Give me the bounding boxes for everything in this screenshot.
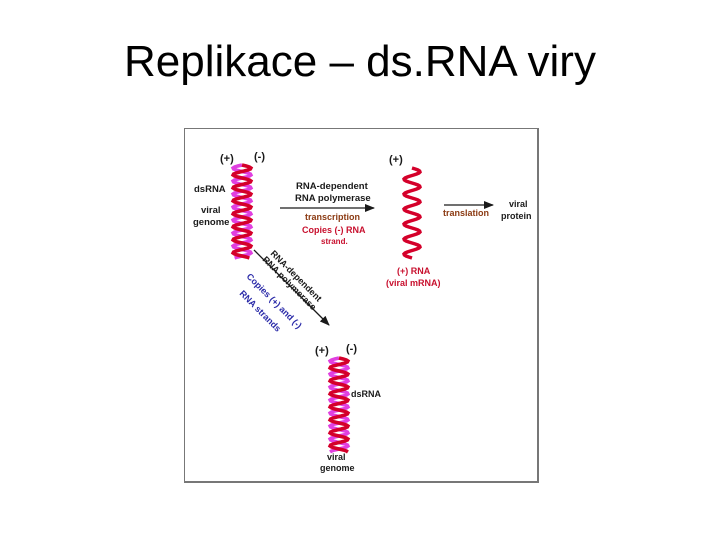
transcription-label: transcription bbox=[305, 212, 360, 222]
top-genome-label: genome bbox=[193, 217, 229, 228]
protein-label-line2: protein bbox=[501, 211, 532, 221]
top-minus-label: (-) bbox=[254, 151, 265, 163]
transcription-enzyme-line2: RNA polymerase bbox=[295, 193, 371, 204]
bottom-minus-label: (-) bbox=[346, 343, 357, 355]
transcription-enzyme-line1: RNA-dependent bbox=[296, 181, 369, 192]
bottom-genome-label: genome bbox=[320, 463, 355, 473]
bottom-dsrna-helix bbox=[327, 356, 351, 454]
top-dsrna-label: dsRNA bbox=[194, 184, 226, 195]
top-viral-label: viral bbox=[201, 205, 221, 216]
transcription-note-line1: Copies (-) RNA bbox=[302, 225, 366, 235]
transcription-note-line2: strand. bbox=[321, 237, 348, 246]
slide-title: Replikace – ds.RNA viry bbox=[124, 37, 596, 86]
mrna-plus-label: (+) bbox=[389, 154, 403, 166]
translation-label: translation bbox=[443, 208, 489, 218]
bottom-plus-strand bbox=[327, 356, 351, 454]
protein-label-line1: viral bbox=[509, 199, 528, 209]
top-plus-label: (+) bbox=[220, 153, 234, 165]
mrna-plus-strand bbox=[402, 166, 422, 260]
top-plus-strand bbox=[230, 163, 254, 260]
bottom-plus-label: (+) bbox=[315, 345, 329, 357]
bottom-dsrna-label: dsRNA bbox=[351, 389, 382, 399]
top-dsrna-helix bbox=[230, 163, 254, 260]
mrna-caption-line2: (viral mRNA) bbox=[386, 278, 441, 288]
bottom-viral-label: viral bbox=[327, 452, 346, 462]
mrna-caption-line1: (+) RNA bbox=[397, 266, 431, 276]
diagram-frame bbox=[184, 128, 539, 483]
replication-arrow bbox=[253, 249, 330, 326]
